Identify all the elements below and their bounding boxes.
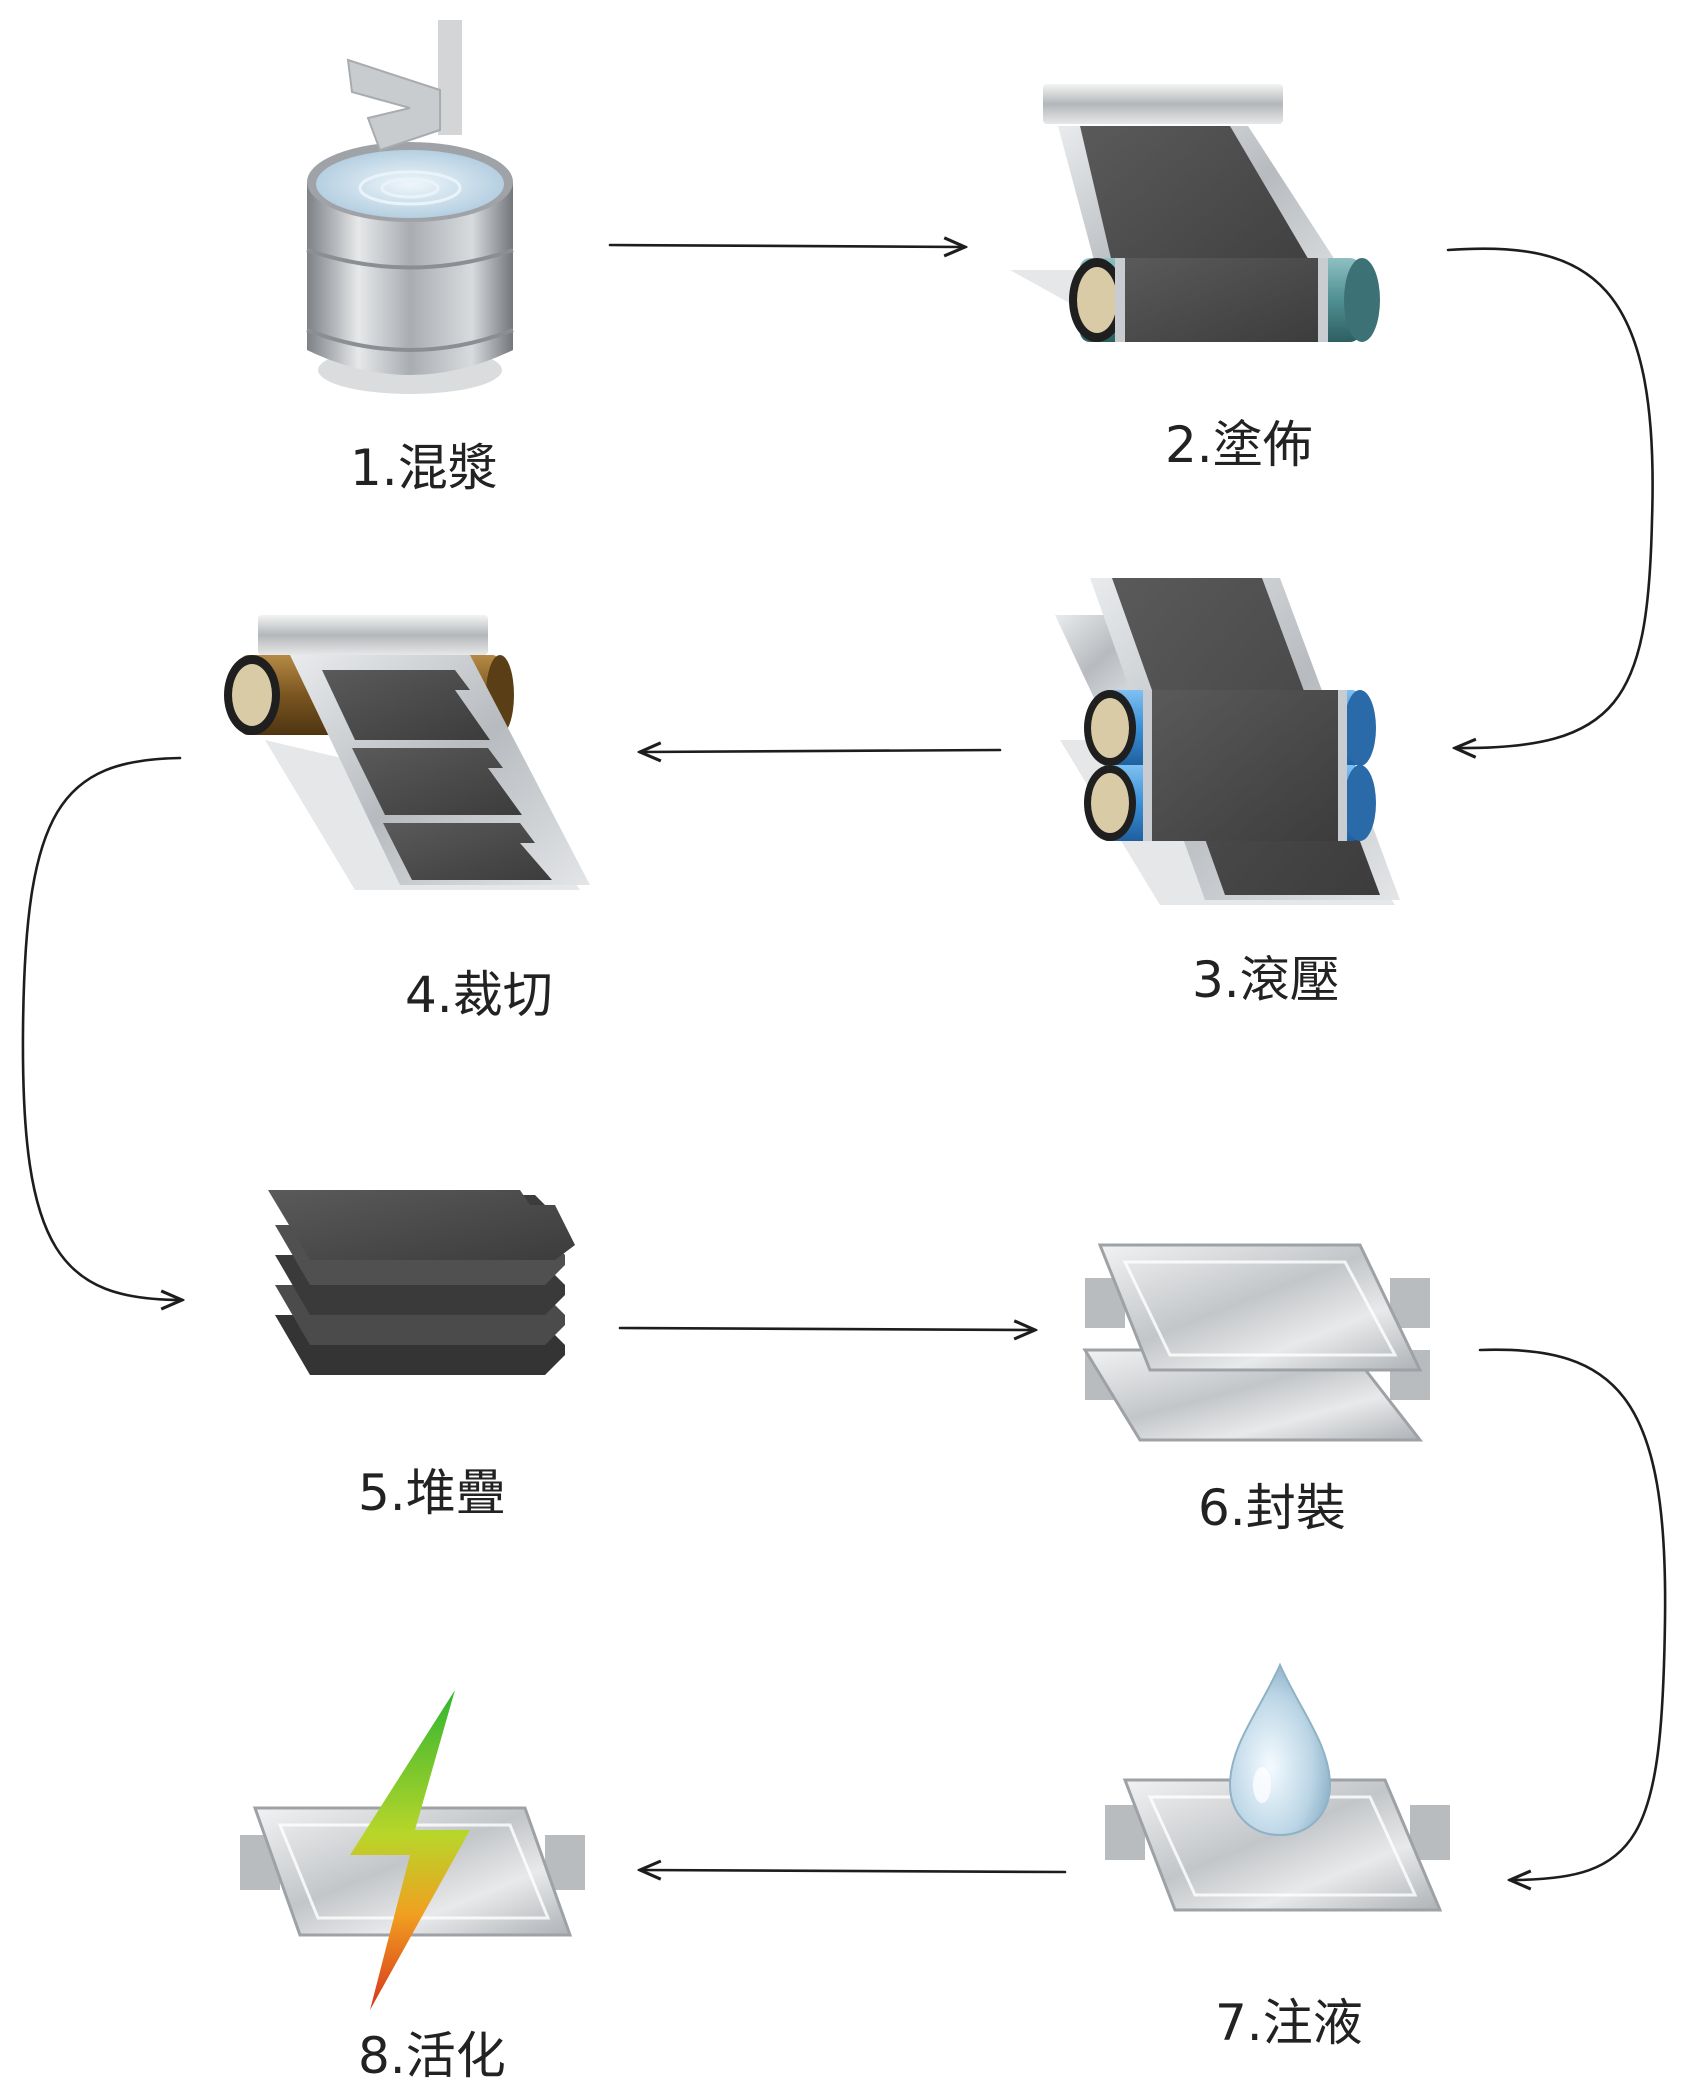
step-label-rolling: 3.滾壓 (1192, 951, 1340, 1009)
step-label-stacking: 5.堆疊 (358, 1464, 506, 1522)
flow-arrow-1-to-2 (608, 245, 965, 247)
step-label-packaging: 6.封裝 (1198, 1479, 1346, 1537)
step-label-injection: 7.注液 (1215, 1994, 1363, 2052)
cutting-roll-icon (224, 615, 590, 890)
electrolyte-drop-icon (1105, 1662, 1450, 1912)
step-label-activation: 8.活化 (358, 2027, 506, 2085)
flow-arrow-7-to-8 (640, 1870, 1067, 1872)
step-label-mixing: 1.混漿 (350, 439, 498, 497)
flow-arrow-3-to-4 (640, 750, 1002, 752)
step-label-cutting: 4.裁切 (405, 966, 553, 1024)
rolling-press-icon (1055, 578, 1400, 905)
flow-arrow-6-to-7 (1478, 1348, 1667, 1880)
coating-roll-icon (1010, 84, 1380, 342)
pouch-packaging-icon (1082, 1243, 1430, 1442)
flow-arrow-4-to-5 (21, 756, 182, 1300)
stacked-electrodes-icon (268, 1190, 575, 1375)
step-label-coating: 2.塗佈 (1165, 416, 1313, 474)
flow-arrow-2-to-3 (1446, 247, 1654, 748)
lightning-cell-icon (240, 1690, 585, 2010)
flow-arrow-5-to-6 (618, 1328, 1035, 1330)
mixing-tank-icon (306, 20, 514, 394)
